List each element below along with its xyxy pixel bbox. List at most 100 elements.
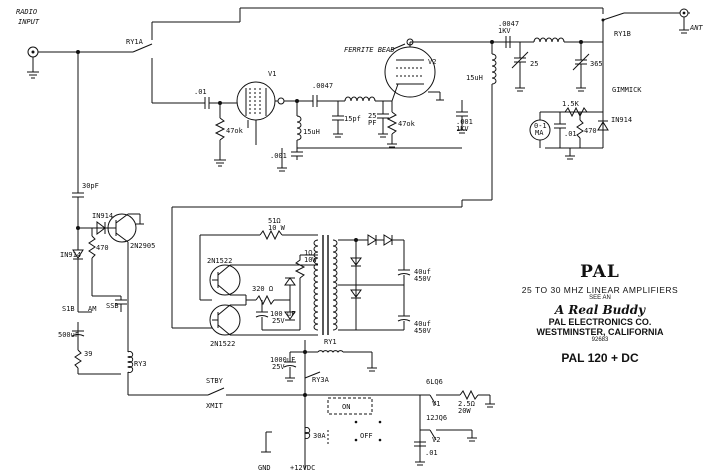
- cap-01-input-label: .01: [194, 88, 207, 96]
- relay-coil-ry3: [127, 296, 202, 396]
- c-365-label: 365: [590, 60, 603, 68]
- stby-label: STBY: [206, 377, 224, 385]
- c-01-heater-label: .01: [425, 449, 438, 457]
- transistor-2n1522-bottom: [209, 304, 318, 336]
- gimmick-label: GIMMICK: [612, 86, 642, 94]
- in914-2-label: IN914: [60, 251, 81, 259]
- cap-0047-interstage: [312, 95, 345, 107]
- title-block: PAL 25 TO 30 MHZ LINEAR AMPLIFIERS SEE A…: [500, 262, 700, 365]
- resistor-47k-grid: [214, 103, 226, 167]
- in914-top-label: IN914: [611, 116, 632, 124]
- cap-0047-label: .0047: [312, 82, 333, 90]
- c-01-meter-label: .01: [564, 130, 577, 138]
- ry1-label: RY1: [324, 338, 337, 346]
- 2n1522-1-label: 2N1522: [207, 257, 232, 265]
- model-name: PAL 120 + DC: [561, 351, 639, 365]
- 6lq6-label: 6LQ6: [426, 378, 443, 386]
- r-470-bias-label: 470: [96, 244, 109, 252]
- resistor-47k-v2: [386, 101, 398, 148]
- cap-01-input: [204, 97, 237, 109]
- ant-label: ANT: [689, 24, 703, 32]
- l-15uh-label-2: 15uH: [466, 74, 483, 82]
- off-label: OFF: [360, 432, 373, 440]
- r-470-meter-label: 470: [584, 127, 597, 135]
- c-30pf-label: 30pF: [82, 182, 99, 190]
- company-zip: 92683: [591, 337, 609, 343]
- c-25-label: 25: [530, 60, 538, 68]
- cap-001-label: .001: [270, 152, 287, 160]
- r-39-label: 39: [84, 350, 92, 358]
- transistor-2n2905: [107, 213, 144, 296]
- v1-label: V1: [268, 70, 276, 78]
- r-15k-label: 1.5K: [562, 100, 580, 108]
- tube-v1: [236, 81, 276, 145]
- transistor-2n1522-top: [209, 264, 318, 296]
- choke-15uh-v2: [491, 42, 497, 200]
- in914-1-label: IN914: [92, 212, 113, 220]
- s1b-label: S1B: [62, 305, 75, 313]
- v1-sw-label: V1: [432, 400, 440, 408]
- fuse-label: 30A: [313, 432, 326, 440]
- ry3-label: RY3: [134, 360, 147, 368]
- r-320-label: 320 Ω: [252, 285, 273, 293]
- ssb-label: SSB: [106, 302, 119, 310]
- v2-sw-label: V2: [432, 436, 440, 444]
- pi-inductor: [332, 96, 392, 138]
- 2n1522-2-label: 2N1522: [210, 340, 235, 348]
- brand-title: PAL: [580, 262, 620, 282]
- am-label: AM: [88, 305, 96, 313]
- 2n2905-label: 2N2905: [130, 242, 155, 250]
- ry3a-label: RY3A: [312, 376, 330, 384]
- radio-input-jack: [27, 46, 133, 79]
- v2-label: V2: [428, 58, 436, 66]
- xmit-label: XMIT: [206, 402, 224, 410]
- tube-v2: [384, 41, 520, 102]
- converter-feedback: [199, 229, 318, 330]
- power-switch: [327, 397, 382, 444]
- cap-0047-output: [505, 36, 534, 48]
- r-47k-label-2: 47ok: [398, 120, 416, 128]
- 12jq6-label: 12JQ6: [426, 414, 447, 422]
- power-wiring: [202, 340, 420, 470]
- c-15pf-label: 15pf: [344, 115, 361, 123]
- heater-circuit: [414, 389, 495, 466]
- company-city: WESTMINSTER, CALIFORNIA: [536, 327, 664, 337]
- transformer: [313, 235, 338, 335]
- l-15uh-label-1: 15uH: [303, 128, 320, 136]
- converter-bias-network: [245, 277, 300, 331]
- title-subtitle: 25 TO 30 MHZ LINEAR AMPLIFIERS: [521, 285, 679, 295]
- r-47k-label-1: 47ok: [226, 127, 244, 135]
- ry1b-label: RY1B: [614, 30, 631, 38]
- cap-001-bypass: [277, 147, 462, 172]
- tank-coil: [511, 37, 603, 92]
- slogan: A Real Buddy: [554, 303, 646, 317]
- ferrite-bead-label: FERRITE BEAD: [344, 46, 395, 54]
- hv-rectifier: [338, 234, 411, 331]
- bias-circuit: [71, 52, 127, 375]
- gnd-label: GND: [258, 464, 271, 472]
- c-500uf-label: 500uF: [58, 331, 79, 339]
- plus12-label: +12VDC: [290, 464, 315, 472]
- relay-ry1b: [601, 8, 680, 92]
- relay-ry1a-contacts: [132, 7, 603, 104]
- choke-15uh-v1: [296, 101, 302, 148]
- rf-meter-circuit: [529, 92, 609, 160]
- antenna-jack: [679, 8, 690, 34]
- converter-frame: [171, 199, 492, 329]
- ry1a-label: RY1A: [126, 38, 144, 46]
- cap-001-1kv: [456, 100, 468, 134]
- on-label: ON: [342, 403, 350, 411]
